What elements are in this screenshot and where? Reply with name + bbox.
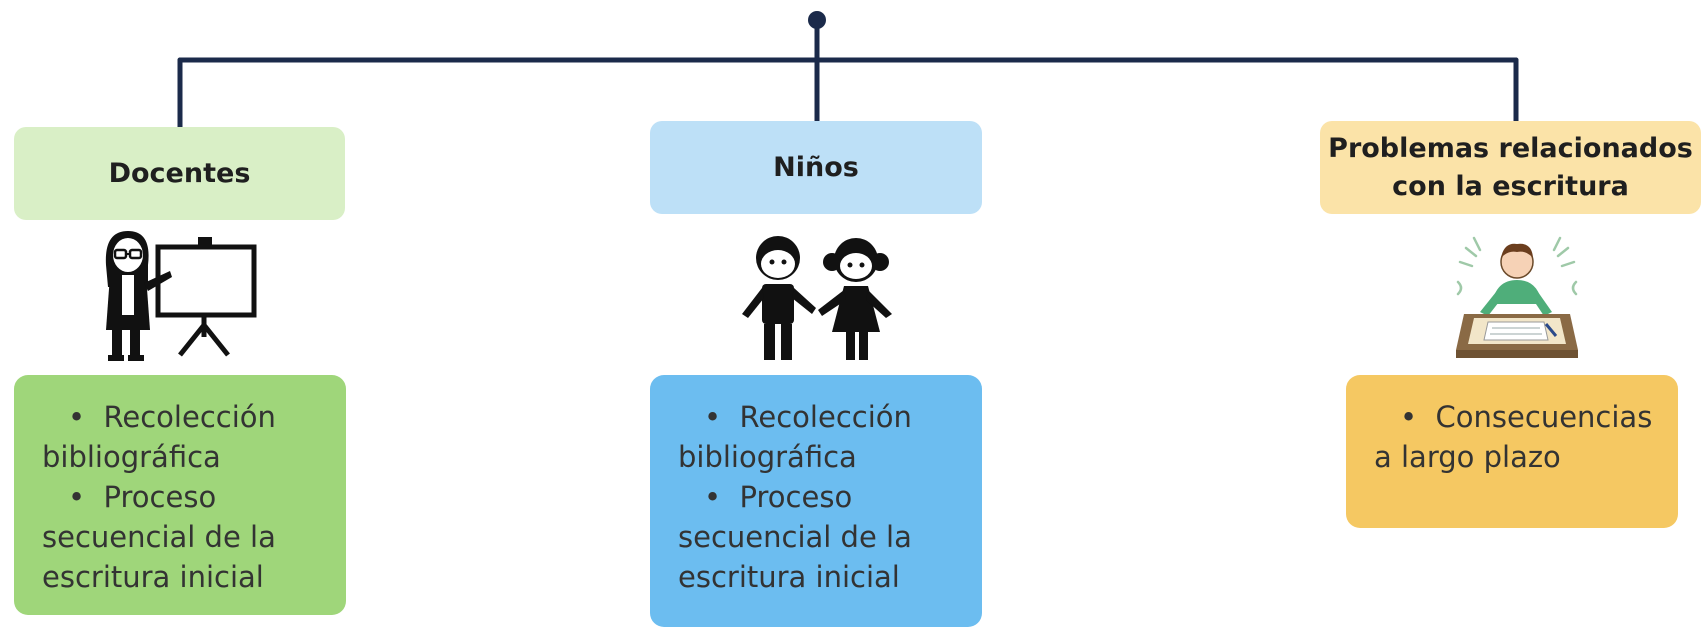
ninos-title: Niños bbox=[773, 151, 859, 183]
frustrated-child-writing-icon bbox=[1456, 236, 1578, 358]
children-icon bbox=[742, 236, 892, 360]
docentes-item-1-rest: bibliográfica bbox=[42, 440, 221, 474]
problemas-header: Problemas relacionados con la escritura bbox=[1320, 121, 1701, 214]
docentes-item-2-first: Proceso bbox=[103, 480, 217, 514]
problemas-title-line-1: Problemas relacionados bbox=[1328, 132, 1693, 164]
docentes-item-1: • Recolección bibliográfica bbox=[42, 400, 276, 474]
problemas-details: • Consecuencias a largo plazo bbox=[1346, 375, 1678, 528]
teacher-presentation-icon bbox=[105, 231, 257, 361]
docentes-item-2-rest: secuencial de la escritura inicial bbox=[42, 520, 276, 594]
ninos-item-2-rest: secuencial de la escritura inicial bbox=[678, 520, 912, 594]
ninos-item-1: • Recolección bibliográfica bbox=[678, 400, 912, 474]
ninos-item-1-rest: bibliográfica bbox=[678, 440, 857, 474]
problemas-item-1: • Consecuencias a largo plazo bbox=[1374, 400, 1653, 474]
docentes-item-2: • Proceso secuencial de la escritura ini… bbox=[42, 480, 276, 594]
problemas-title-line-2: con la escritura bbox=[1392, 170, 1629, 202]
ninos-item-2-first: Proceso bbox=[739, 480, 853, 514]
docentes-details: • Recolección bibliográfica • Proceso se… bbox=[14, 375, 346, 615]
problemas-item-1-rest: a largo plazo bbox=[1374, 440, 1561, 474]
root-dot bbox=[808, 11, 826, 29]
docentes-title: Docentes bbox=[108, 157, 251, 189]
docentes-header: Docentes bbox=[14, 127, 345, 220]
problemas-item-1-first: Consecuencias bbox=[1435, 400, 1653, 434]
ninos-details: • Recolección bibliográfica • Proceso se… bbox=[650, 375, 982, 627]
docentes-item-1-first: Recolección bbox=[103, 400, 276, 434]
ninos-item-1-first: Recolección bbox=[739, 400, 912, 434]
ninos-header: Niños bbox=[650, 121, 982, 214]
ninos-item-2: • Proceso secuencial de la escritura ini… bbox=[678, 480, 912, 594]
